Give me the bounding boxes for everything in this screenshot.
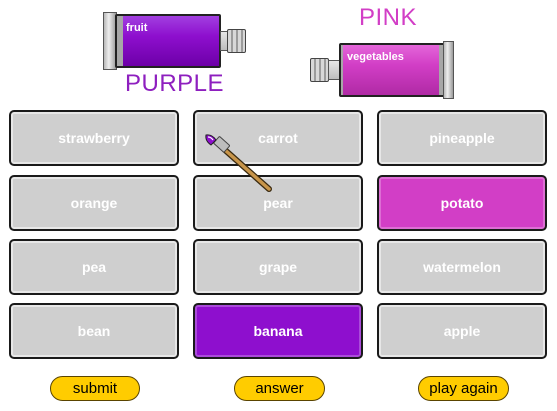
item-label: bean: [77, 323, 111, 339]
item-label: pear: [263, 195, 293, 211]
item-label: orange: [70, 195, 118, 211]
fruit-paint-tube[interactable]: fruit: [103, 10, 247, 72]
item-strawberry[interactable]: strawberry: [9, 110, 179, 166]
vegetables-tube-label: vegetables: [347, 51, 404, 63]
item-label: grape: [258, 259, 298, 275]
vegetables-tube-fill: [343, 45, 439, 95]
tube-crimp: [443, 41, 454, 99]
item-label: carrot: [258, 130, 298, 146]
item-pea[interactable]: pea: [9, 239, 179, 295]
item-pineapple[interactable]: pineapple: [377, 110, 547, 166]
item-label: pineapple: [429, 130, 495, 146]
fruit-tube-label: fruit: [126, 22, 148, 34]
paintbrush-icon: [205, 134, 272, 192]
play-again-button[interactable]: play again: [418, 376, 509, 401]
item-orange[interactable]: orange: [9, 175, 179, 231]
item-apple[interactable]: apple: [377, 303, 547, 359]
item-watermelon[interactable]: watermelon: [377, 239, 547, 295]
tube-cap: [310, 58, 329, 82]
item-label: pea: [81, 259, 107, 275]
fruit-tube-fill: [123, 16, 219, 66]
fruit-tube-body: fruit: [115, 14, 221, 68]
answer-label: answer: [255, 380, 304, 397]
item-label: potato: [440, 195, 484, 211]
item-bean[interactable]: bean: [9, 303, 179, 359]
item-potato[interactable]: potato: [377, 175, 547, 231]
play-again-label: play again: [429, 380, 498, 397]
tube-cap: [227, 29, 246, 53]
item-label: apple: [443, 323, 481, 339]
item-label: watermelon: [423, 259, 501, 275]
item-label: strawberry: [58, 130, 130, 146]
vegetables-tube-body: vegetables: [339, 43, 445, 97]
item-grape[interactable]: grape: [193, 239, 363, 295]
purple-color-word: PURPLE: [125, 70, 225, 97]
item-label: banana: [253, 323, 303, 339]
submit-label: submit: [72, 380, 118, 397]
submit-button[interactable]: submit: [50, 376, 140, 401]
item-banana[interactable]: banana: [193, 303, 363, 359]
vegetables-paint-tube[interactable]: vegetables: [310, 40, 454, 100]
answer-button[interactable]: answer: [234, 376, 325, 401]
item-pear[interactable]: pear: [193, 175, 363, 231]
pink-color-word: PINK: [359, 4, 418, 31]
